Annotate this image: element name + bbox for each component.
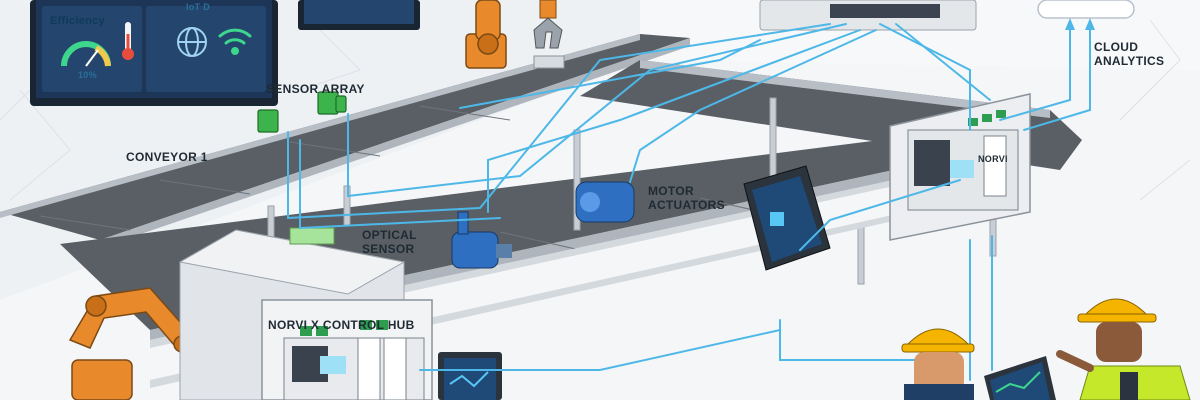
controller-brand-label: NORVI [978, 154, 1008, 164]
data-wires [287, 23, 1091, 381]
sensor-array-label: SENSOR ARRAY [266, 82, 365, 96]
conveyor-label: CONVEYOR 1 [126, 150, 208, 164]
worker-1 [901, 328, 975, 400]
gripper-top [533, 0, 565, 69]
cloud-analytics-label-line1: CLOUD [1094, 40, 1139, 54]
cloud-icon [1037, 0, 1135, 19]
dashboard-gauge-value: 10% [78, 70, 97, 80]
wire-arrowheads [1065, 18, 1095, 30]
operator-tablet [743, 165, 831, 271]
optical-sensor [289, 227, 335, 245]
motor-actuator-2 [575, 181, 635, 223]
control-hub-label: NORVI X CONTROL HUB [268, 318, 415, 332]
wall-dashboard [30, 0, 278, 106]
cloud-analytics-label-line2: ANALYTICS [1094, 54, 1165, 68]
bottom-laptop [438, 352, 502, 400]
wifi-icon [218, 28, 252, 55]
motor-actuator-1 [451, 211, 512, 269]
optical-sensor-label-line1: OPTICAL [362, 228, 417, 242]
worker-laptop [984, 356, 1056, 400]
right-controller [889, 93, 1031, 241]
motor-actuators-label-line2: ACTUATORS [648, 198, 725, 212]
control-hub [261, 299, 433, 400]
dashboard-iot-label: IoT D [186, 2, 210, 12]
dashboard-efficiency-label: Efficiency [50, 15, 105, 27]
robot-arm-top [465, 0, 507, 69]
worker-2 [1056, 298, 1191, 400]
optical-sensor-label-line2: SENSOR [362, 242, 415, 256]
thermometer-icon [122, 22, 134, 60]
motor-actuators-label-line1: MOTOR [648, 184, 694, 198]
globe-icon [177, 27, 207, 57]
sensor-array-sensors [257, 91, 347, 133]
network-switch [759, 0, 977, 31]
